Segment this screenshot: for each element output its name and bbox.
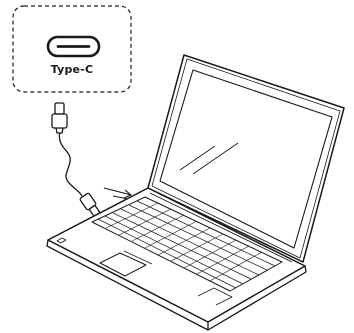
callout-dashed-frame	[13, 6, 131, 92]
usb-type-c-port-icon	[48, 37, 99, 56]
open-laptop-icon	[47, 55, 344, 330]
usb-c-cable-icon	[52, 103, 102, 218]
port-callout	[13, 6, 131, 92]
type-c-label: Type-C	[12, 63, 132, 76]
